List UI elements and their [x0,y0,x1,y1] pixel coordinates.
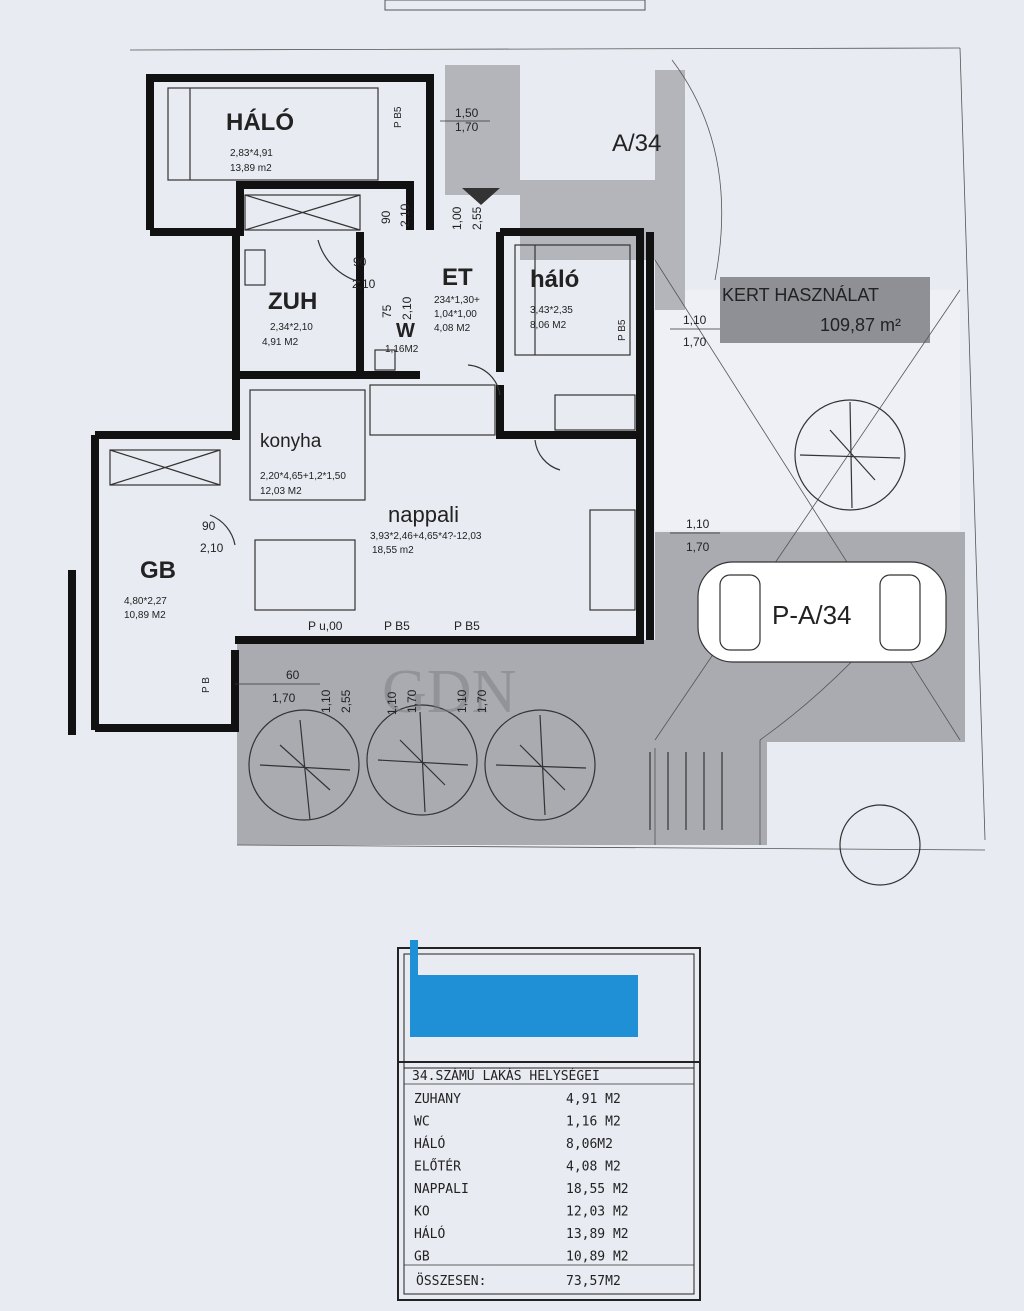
room-name-halo-main: HÁLÓ [226,108,294,136]
garden-area-value: 109,87 m² [820,315,901,335]
steps [649,752,723,830]
room-area-nappali: 18,55 m2 [372,545,414,556]
garden-label-box [720,277,930,343]
room-dims-konyha: 2,20*4,65+1,2*1,50 [260,471,346,482]
table-row-area: 4,08 M2 [566,1160,621,1175]
room-name-et: ET [442,264,473,291]
lot-label: A/34 [612,130,661,157]
room-name-gb: GB [140,557,176,584]
room-area-konyha: 12,03 M2 [260,486,302,497]
room-area-halo-main: 13,89 m2 [230,163,272,174]
walls [68,74,654,735]
door-swings [209,188,561,546]
table-row-name: WC [414,1115,430,1130]
table-row-name: ELŐTÉR [414,1159,461,1175]
site-lines [129,47,986,851]
table-row-area: 4,91 M2 [566,1092,621,1107]
table-row-name: ZUHANY [414,1092,461,1107]
room-dims-nappali: 3,93*2,46+4,65*4?-12,03 [370,531,482,542]
dim-bot-110: 1,10 [319,689,333,713]
dim-zuh-75: 75 [380,304,394,318]
car-icon [697,561,947,663]
dim-top-a: 1,50 [455,106,479,120]
dim-gb-210: 2,10 [200,541,224,555]
dim-bot2-110: 1,10 [385,691,399,715]
furniture [109,87,636,611]
room-name-halo-small: háló [530,266,579,293]
dim-pb-a: P B5 [393,106,404,128]
room-area-et: 4,08 M2 [434,323,471,334]
room-dims-halo-main: 2,83*4,91 [230,148,273,159]
room-dims-gb: 4,80*2,27 [124,596,167,607]
table-row-name: KO [414,1205,430,1220]
dim-door-90: 90 [379,210,393,224]
dim-pb-d: P B5 [384,619,410,633]
room-area-halo-small: 8,06 M2 [530,320,567,331]
dim-bot3-110: 1,10 [455,689,469,713]
room-dims-zuh: 2,34*2,10 [270,322,313,333]
trees [248,399,921,886]
dim-pb-f: P B [201,677,212,693]
dim-gb-90: 90 [202,519,216,533]
table-row-area: 10,89 M2 [566,1250,629,1265]
dim-pb-c: P u,00 [308,619,343,633]
room-dims-halo-small: 3,43*2,35 [530,305,573,316]
dim-gb-bottom-170: 1,70 [272,691,296,705]
total-value: 73,57M2 [566,1274,621,1289]
room-name-wc: W [396,320,415,342]
dim-zuh-210: 2,10 [400,296,414,320]
room-table: 34.SZÁMÚ LAKÁS HELYSÉGEI ZUHANY 4,91 M2 WC… [397,940,701,1301]
table-title: 34.SZÁMÚ LAKÁS HELYSÉGEI [412,1068,600,1084]
room-name-nappali: nappali [388,502,459,527]
dim-hall-210: 2,10 [352,277,376,291]
garden-area [237,65,965,845]
room-name-zuh: ZUH [268,288,317,315]
dim-bot-255: 2,55 [339,689,353,713]
room-name-konyha: konyha [260,431,322,452]
dim-corr-255: 2,55 [470,206,484,230]
dim-side-90: 1,10 [683,313,707,327]
dim-bot3-170: 1,70 [475,689,489,713]
dim-bot2-170: 1,70 [405,689,419,713]
room-dims-et: 234*1,30+ [434,295,480,306]
dim-gb-bottom-60: 60 [286,668,300,682]
table-row-area: 12,03 M2 [566,1205,629,1220]
total-label: ÖSSZESEN: [416,1272,486,1289]
table-row-area: 8,06M2 [566,1137,613,1152]
room-area-wc: 1,16M2 [385,344,419,355]
dim-corr-100: 1,00 [450,206,464,230]
dim-pb-b: P B5 [617,319,628,341]
table-row-area: 18,55 M2 [566,1182,629,1197]
dim-pb-e: P B5 [454,619,480,633]
table-row-name: HÁLÓ [414,1226,445,1242]
room-area-zuh: 4,91 M2 [262,337,299,348]
garden-label: KERT HASZNÁLAT [722,285,879,305]
dim-nap-110: 1,10 [686,517,710,531]
table-row-name: HÁLÓ [414,1136,445,1152]
table-row-name: NAPPALI [414,1182,469,1197]
redaction-mark [410,975,638,1037]
watermark: GDN [382,658,516,726]
dim-nap-170: 1,70 [686,540,710,554]
dim-door-210: 2,10 [398,203,412,227]
room-area-gb: 10,89 M2 [124,610,166,621]
dim-top-b: 1,70 [455,120,479,134]
table-row-area: 13,89 M2 [566,1227,629,1242]
table-row-name: GB [414,1250,430,1265]
dimension-labels: 1,50 1,70 90 2,10 1,00 2,55 90 2,10 75 2… [200,106,720,715]
table-row-area: 1,16 M2 [566,1115,621,1130]
parking-label: P-A/34 [772,600,852,630]
dim-hall-90: 90 [353,255,367,269]
dim-side-170: 1,70 [683,335,707,349]
room-dims2-et: 1,04*1,00 [434,309,477,320]
sheet-edge [384,0,646,11]
